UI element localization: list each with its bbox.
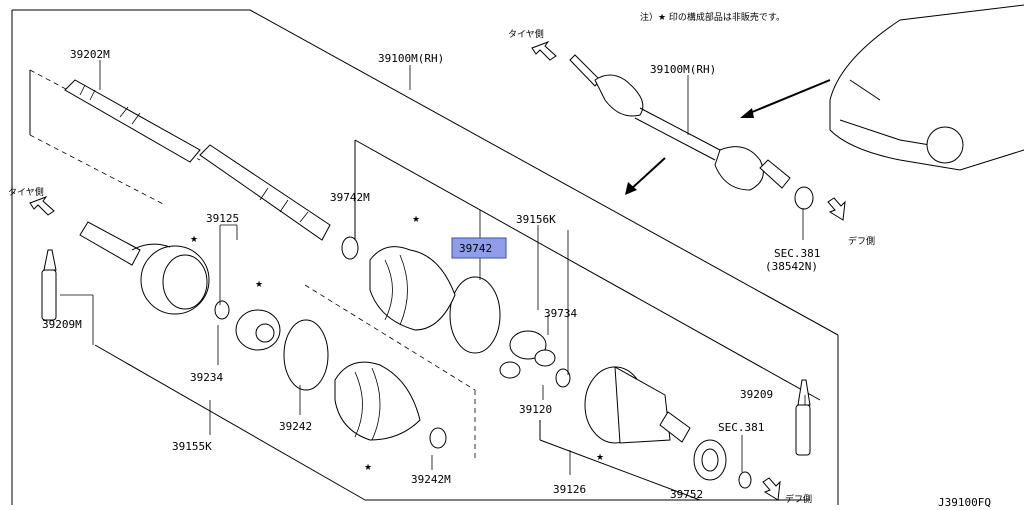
label-39242[interactable]: 39242 <box>279 420 312 433</box>
outer-cv-joint <box>79 221 210 315</box>
car-outline <box>829 4 1024 171</box>
label-39155K[interactable]: 39155K <box>172 440 212 453</box>
leader-lines <box>60 60 806 475</box>
inset-driveshaft <box>569 54 814 210</box>
highlight-39742[interactable] <box>451 237 507 259</box>
frame-lines <box>11 9 839 505</box>
label-39156K[interactable]: 39156K <box>516 213 556 226</box>
tire-side-left-label: タイヤ側 <box>8 186 44 198</box>
housing-39126 <box>584 366 752 489</box>
tire-side-top-label: タイヤ側 <box>508 28 544 40</box>
label-39125[interactable]: 39125 <box>206 212 239 225</box>
note-text: 注）★ 印の構成部品は非販売です。 <box>640 11 785 23</box>
diagram-code: J39100FQ <box>938 496 991 509</box>
band-39242 <box>283 319 329 391</box>
band-39742 <box>449 276 501 354</box>
boot-39742M <box>369 246 456 331</box>
inner-race-39125 <box>214 300 281 351</box>
label-39209M[interactable]: 39209M <box>42 318 82 331</box>
star-mark: ★ <box>190 235 198 245</box>
label-39734[interactable]: 39734 <box>544 307 577 320</box>
arrows <box>29 40 846 501</box>
label-sec381-a-sub: (38542N) <box>765 260 818 273</box>
tripod-39120 <box>499 330 571 388</box>
label-39100M-main[interactable]: 39100M(RH) <box>378 52 444 65</box>
label-sec381-a[interactable]: SEC.381 <box>774 247 820 260</box>
label-sec381-b[interactable]: SEC.381 <box>718 421 764 434</box>
band-39242M <box>429 427 447 449</box>
label-39120[interactable]: 39120 <box>519 403 552 416</box>
non-sale-stars: ★ ★ ★ ★ ★ <box>190 215 604 473</box>
label-39209[interactable]: 39209 <box>740 388 773 401</box>
label-39126[interactable]: 39126 <box>553 483 586 496</box>
star-mark: ★ <box>364 463 372 473</box>
star-mark: ★ <box>255 280 263 290</box>
label-39202M[interactable]: 39202M <box>70 48 110 61</box>
band-39742M <box>341 236 359 260</box>
label-39752[interactable]: 39752 <box>670 488 703 501</box>
shaft-39202M <box>64 79 331 241</box>
label-39242M[interactable]: 39242M <box>411 473 451 486</box>
label-39742M[interactable]: 39742M <box>330 191 370 204</box>
star-mark: ★ <box>412 215 420 225</box>
label-39742[interactable]: 39742 <box>459 242 492 255</box>
diff-side-bottom-label: デフ側 <box>785 493 812 505</box>
grease-tube-left <box>41 249 57 321</box>
boot-39242 <box>334 361 421 441</box>
star-mark: ★ <box>596 453 604 463</box>
label-39234[interactable]: 39234 <box>190 371 223 384</box>
diff-side-right-label: デフ側 <box>848 235 875 247</box>
label-39100M-inset[interactable]: 39100M(RH) <box>650 63 716 76</box>
grease-tube-right <box>795 379 811 456</box>
